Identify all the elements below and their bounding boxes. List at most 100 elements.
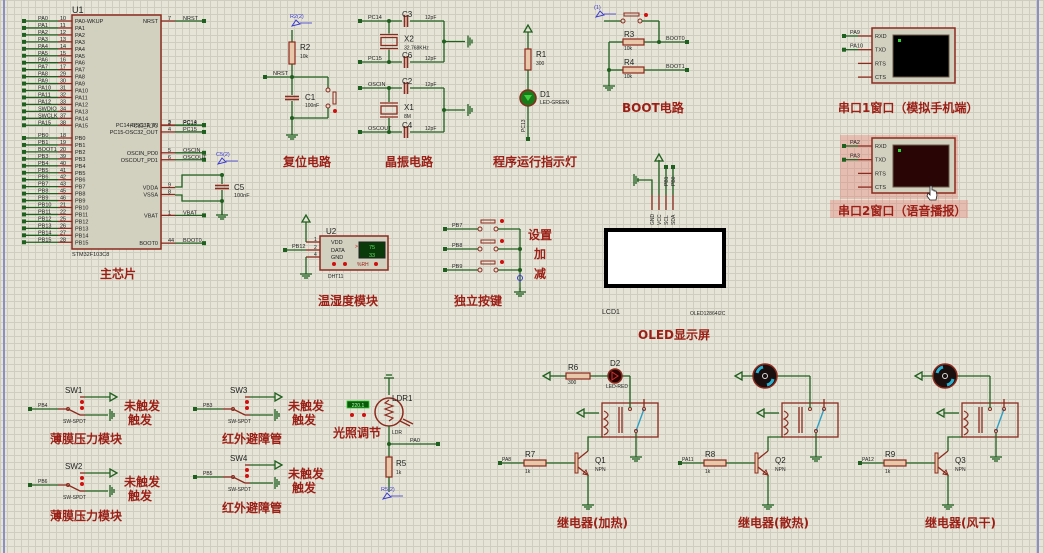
mcu-pin-name: PC13_RTC xyxy=(130,123,158,129)
probe-icon xyxy=(216,157,227,165)
terminal-dot xyxy=(28,407,32,411)
r5-value: 1k xyxy=(396,470,402,476)
mcu-ref: U1 xyxy=(72,5,84,15)
r3-value: 10k xyxy=(624,46,633,52)
vdda-wire xyxy=(175,174,222,188)
led-glyph xyxy=(611,371,619,381)
button-contact xyxy=(493,226,499,232)
terminal-dot xyxy=(443,247,447,251)
switch-indicator xyxy=(245,406,249,410)
title-sw3: 红外避障管 xyxy=(222,432,283,446)
mcu-pin-number: 21 xyxy=(60,203,66,209)
switch-ref: SW1 xyxy=(65,386,83,395)
switch-net-label: PB5 xyxy=(203,471,213,477)
switch-blade xyxy=(67,484,81,492)
key-net-label: PB9 xyxy=(452,264,462,270)
light-ray-icon xyxy=(402,418,414,425)
mcu-pin-name: PA14 xyxy=(75,116,88,122)
dht-button-up xyxy=(343,262,347,266)
mcu-pin-number: 18 xyxy=(60,133,66,139)
key-button-icon xyxy=(480,219,496,224)
button-indicator xyxy=(500,219,504,223)
mcu-pin-terminal xyxy=(22,142,26,147)
mcu-net-label: PA5 xyxy=(38,51,48,57)
power-arrow-icon xyxy=(733,370,743,382)
d1-ref: D1 xyxy=(540,90,551,99)
uart2-terminal-pin-name: RXD xyxy=(875,144,887,150)
sw4-on-label: 未触发 xyxy=(288,467,325,481)
cap-ref: C2 xyxy=(402,77,413,86)
cap-value: 12pF xyxy=(425,126,436,132)
mcu-net-label: PA11 xyxy=(38,92,51,98)
terminal-dot xyxy=(842,34,846,38)
dht-button-down xyxy=(332,262,336,266)
mcu-pin-number: 5 xyxy=(168,148,171,154)
oled-pin-name: SDA xyxy=(671,214,677,225)
mcu-pin-terminal xyxy=(22,240,26,245)
terminal-dot xyxy=(263,75,267,79)
mcu-pin-name: PB3 xyxy=(75,157,85,163)
mcu-part: STM32F103C8 xyxy=(72,252,109,258)
relay-icon xyxy=(601,402,659,438)
mcu-pin-number: 25 xyxy=(60,216,66,222)
title-crystal: 晶振电路 xyxy=(385,155,434,169)
key-button-icon xyxy=(480,239,496,244)
mcu-pin-number: 37 xyxy=(60,113,66,119)
mcu-pin-number: 41 xyxy=(60,168,66,174)
boot0-label: BOOT0 xyxy=(666,36,685,42)
relay-wire xyxy=(767,436,783,451)
mcu-pin-terminal xyxy=(22,149,26,154)
dht-display xyxy=(358,241,386,259)
base-resistor xyxy=(703,459,727,467)
mcu-pin-name: PB9 xyxy=(75,199,85,205)
mcu-pin-name: PA7 xyxy=(75,68,85,74)
title-uart2[interactable]: 串口2窗口（语音播报） xyxy=(838,204,967,218)
load-resistor xyxy=(565,372,591,380)
terminal-dot xyxy=(358,86,362,90)
switch-ref: SW2 xyxy=(65,462,83,471)
mcu-pin-terminal xyxy=(202,157,206,162)
sw3-off-label: 触发 xyxy=(292,413,317,427)
mcu-pin-terminal xyxy=(22,156,26,161)
terminal-dot xyxy=(858,461,862,465)
load-resistor-ref: R6 xyxy=(568,363,579,372)
oled-pin-name: SCL xyxy=(664,215,670,225)
relay-contact-blade xyxy=(635,408,645,432)
cap-value: 12pF xyxy=(425,15,436,21)
mcu-pin-number: 1 xyxy=(168,210,171,216)
c5-value: 100nF xyxy=(234,193,250,199)
mcu-net-label: PB15 xyxy=(38,237,51,243)
title-dht: 温湿度模块 xyxy=(318,294,379,308)
mcu-pin-name: PA9 xyxy=(75,82,85,88)
relay-icon xyxy=(961,402,1019,438)
power-arrow-icon xyxy=(522,23,534,33)
sheet-border-left xyxy=(3,0,5,553)
switch-indicator xyxy=(245,400,249,404)
junction-dot xyxy=(290,116,294,120)
mcu-pin-number: 20 xyxy=(60,147,66,153)
probe-icon xyxy=(381,492,392,500)
r2-value: 10k xyxy=(300,54,309,60)
relay-contact xyxy=(634,429,638,433)
mouse-cursor-hand-icon xyxy=(926,185,938,201)
mcu-net-label: PB10 xyxy=(38,203,51,209)
terminal-dot xyxy=(283,248,287,252)
dht-ref: U2 xyxy=(326,227,337,236)
mcu-pin-terminal xyxy=(22,219,26,224)
mcu-pin-terminal xyxy=(22,123,26,128)
dht-pin-name: VDD xyxy=(331,240,343,246)
r3-resistor xyxy=(622,38,645,46)
terminal-dot xyxy=(842,157,846,162)
uart1-terminal-pin-name: RTS xyxy=(875,61,886,67)
uart1-terminal-pin-name: CTS xyxy=(875,75,886,81)
mcu-pin-terminal xyxy=(22,60,26,65)
mcu-pin-name: OSCOUT_PD1 xyxy=(121,158,158,164)
switch-net-label: PB6 xyxy=(38,479,48,485)
mcu-pin-name: PB0 xyxy=(75,136,85,142)
dht-pin-name: GND xyxy=(331,255,343,261)
dht-pin-number: 1 xyxy=(314,237,317,243)
switch-ref: SW3 xyxy=(230,386,248,395)
mcu-pin-terminal xyxy=(22,32,26,37)
cap-value: 12pF xyxy=(425,56,436,62)
r1-value: 300 xyxy=(536,61,545,67)
